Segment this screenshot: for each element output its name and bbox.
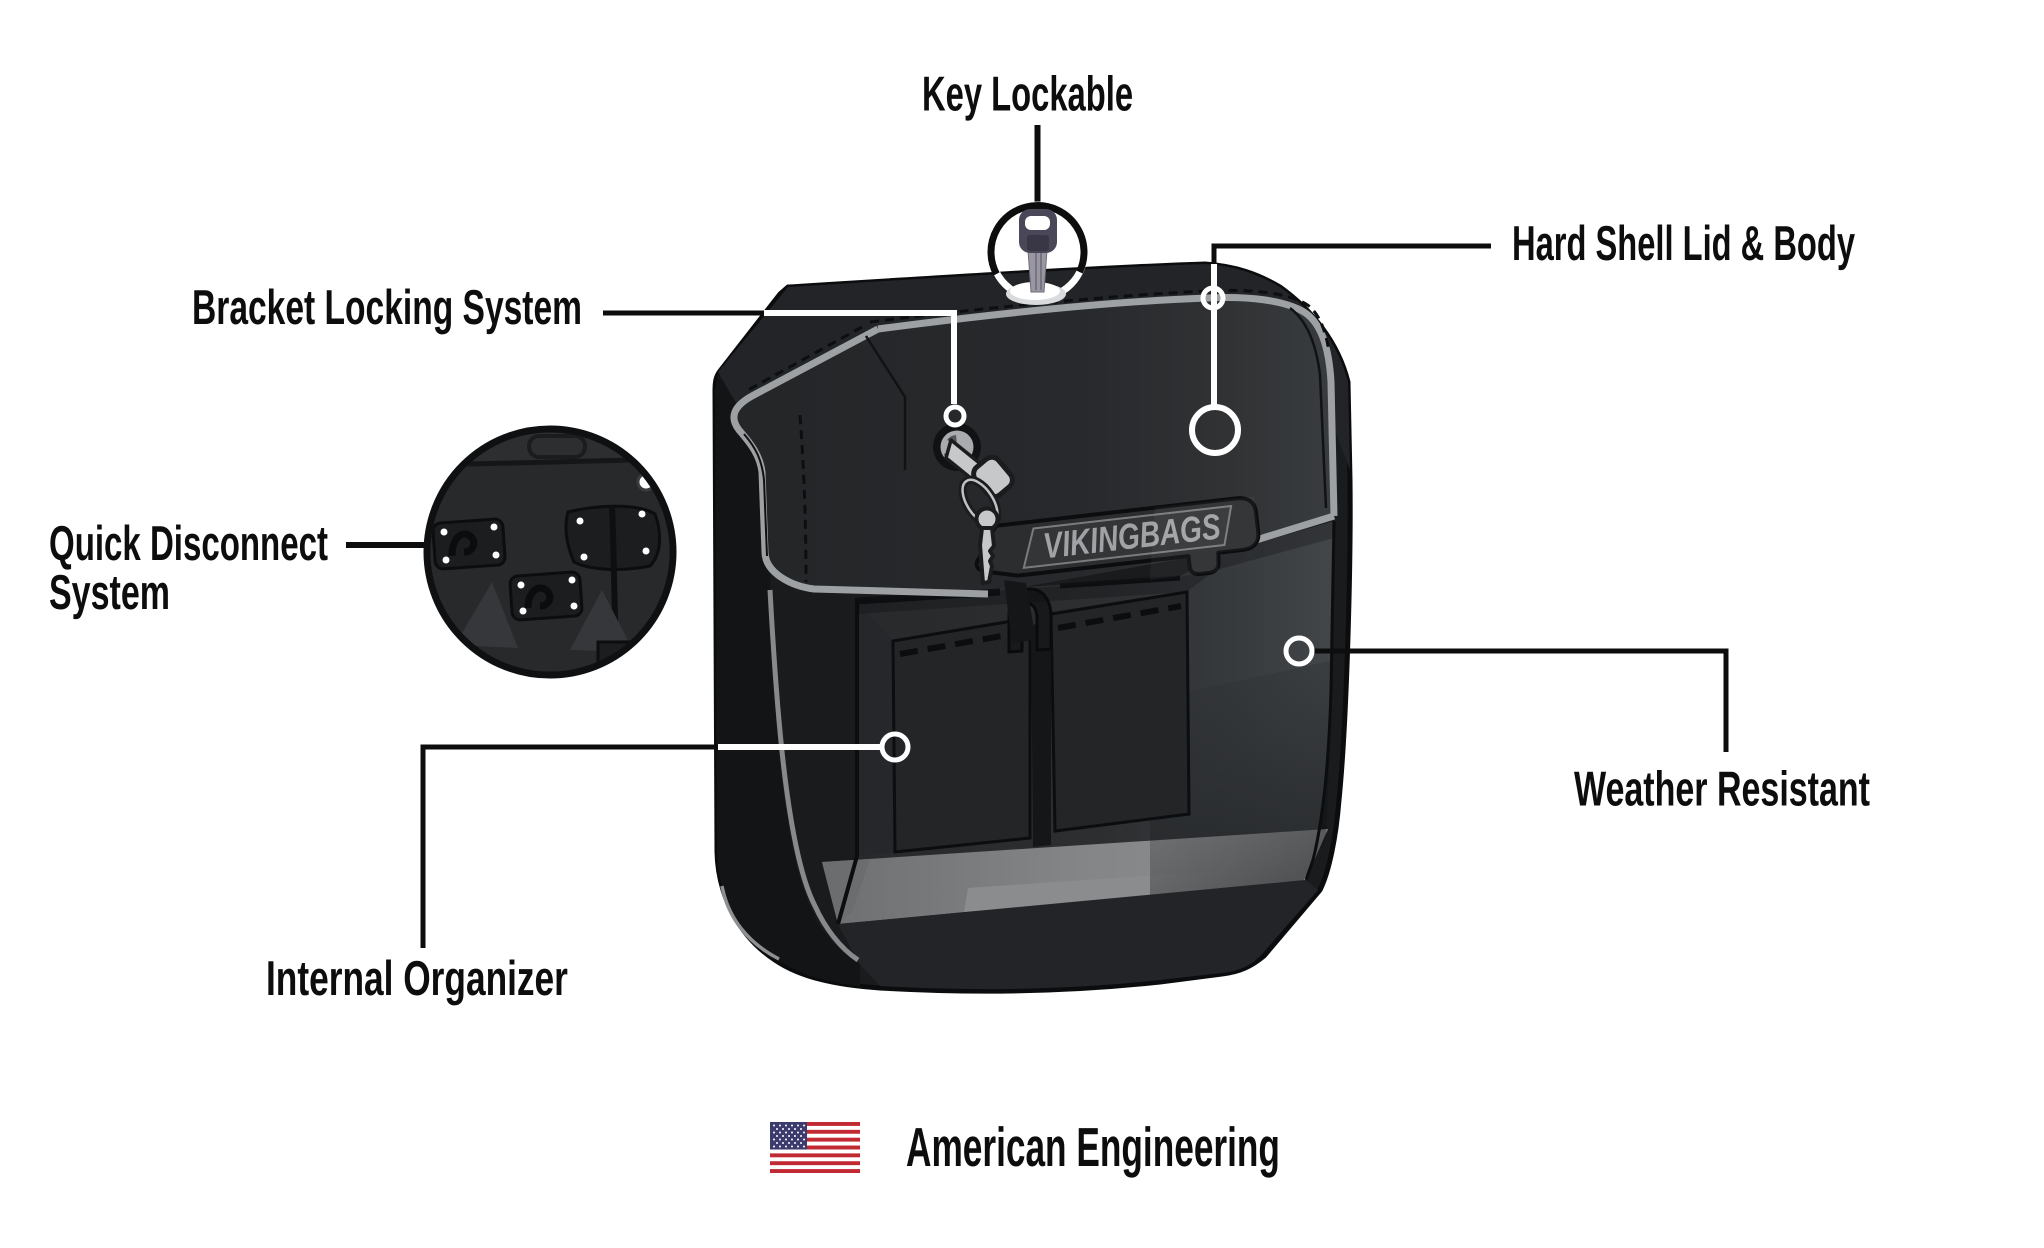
svg-text:American Engineering: American Engineering — [906, 1116, 1280, 1178]
svg-text:Key Lockable: Key Lockable — [922, 68, 1133, 122]
svg-text:Bracket Locking System: Bracket Locking System — [192, 281, 582, 335]
svg-text:Quick Disconnect: Quick Disconnect — [49, 517, 328, 571]
svg-text:Internal Organizer: Internal Organizer — [266, 952, 568, 1006]
svg-text:Weather Resistant: Weather Resistant — [1574, 763, 1870, 817]
svg-text:System: System — [49, 566, 170, 620]
svg-text:Hard Shell Lid & Body: Hard Shell Lid & Body — [1512, 217, 1855, 271]
